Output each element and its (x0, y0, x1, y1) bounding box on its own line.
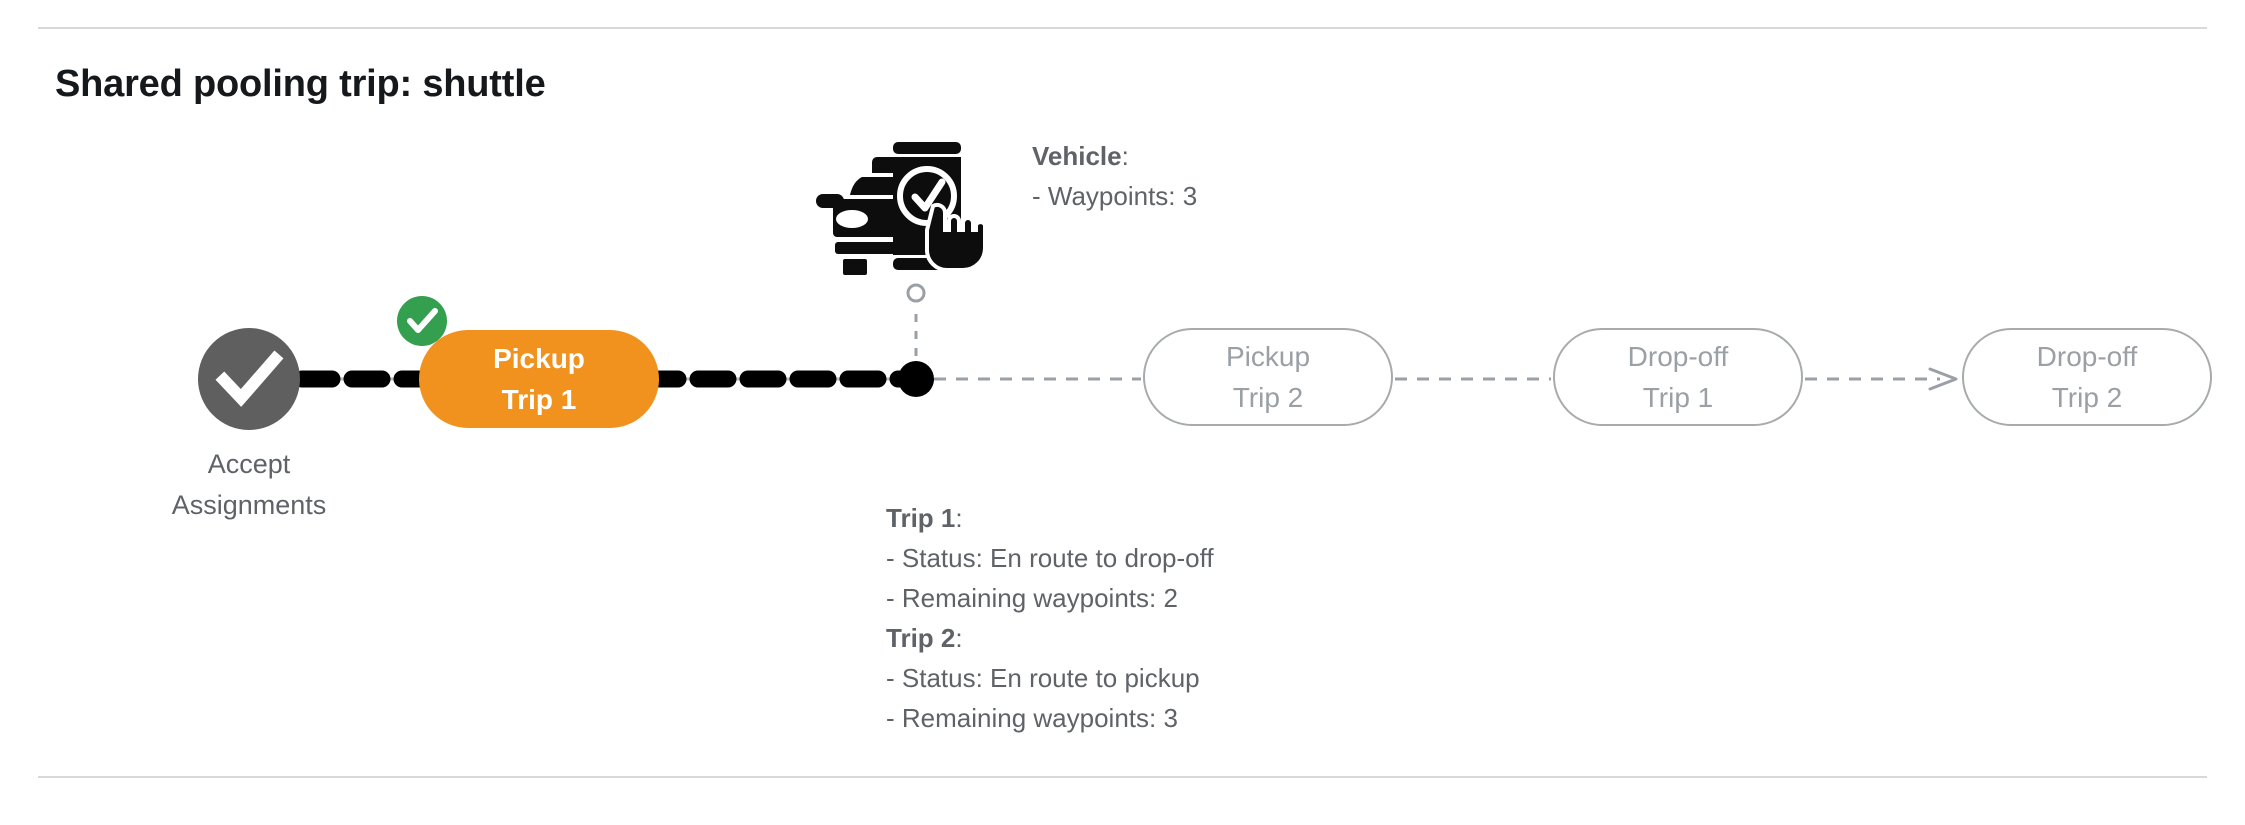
node-dropoff-trip-2[interactable]: Drop-off Trip 2 (1962, 328, 2212, 426)
trip1-waypoints: - Remaining waypoints: 2 (886, 583, 1178, 613)
trip1-heading-row: Trip 1: (886, 498, 1214, 538)
vehicle-app-check-icon (815, 120, 985, 280)
vehicle-callout: Vehicle: - Waypoints: 3 (1032, 136, 1197, 216)
check-circle-icon (215, 350, 284, 407)
vehicle-callout-waypoints: - Waypoints: 3 (1032, 181, 1198, 211)
node-accept-assignments-label: Accept Assignments (109, 444, 389, 526)
page-title: Shared pooling trip: shuttle (55, 63, 546, 105)
node-pickup-trip-2[interactable]: Pickup Trip 2 (1143, 328, 1393, 426)
accept-label-line2: Assignments (171, 490, 327, 520)
vehicle-callout-heading-row: Vehicle: (1032, 136, 1197, 176)
trip2-waypoints: - Remaining waypoints: 3 (886, 703, 1178, 733)
trip1-status: - Status: En route to drop-off (886, 543, 1214, 573)
check-badge-icon (397, 296, 447, 346)
vehicle-position-dot (898, 361, 934, 397)
connector-arrowhead (1928, 367, 1958, 391)
trip1-heading-suffix: : (955, 503, 963, 533)
node-pickup-trip-1-line1: Pickup (493, 343, 585, 374)
node-dropoff-trip-1-line2: Trip 1 (1642, 382, 1714, 413)
node-accept-assignments[interactable] (198, 328, 300, 430)
trip2-status: - Status: En route to pickup (886, 663, 1200, 693)
node-pickup-trip-1[interactable]: Pickup Trip 1 (419, 330, 659, 428)
node-dropoff-trip-1[interactable]: Drop-off Trip 1 (1553, 328, 1803, 426)
hollow-circle-icon (906, 283, 926, 303)
node-pickup-trip-2-line2: Trip 2 (1232, 382, 1304, 413)
node-dropoff-trip-1-line1: Drop-off (1627, 341, 1729, 372)
node-pickup-trip-2-line1: Pickup (1225, 341, 1311, 372)
node-pickup-trip-1-line2: Trip 1 (501, 384, 577, 415)
trip2-heading: Trip 2 (886, 623, 956, 653)
accept-label-line1: Accept (207, 449, 291, 479)
node-dropoff-trip-2-line1: Drop-off (2036, 341, 2138, 372)
node-dropoff-trip-2-line2: Trip 2 (2051, 382, 2123, 413)
trips-callout: Trip 1: - Status: En route to drop-off -… (886, 498, 1214, 738)
bottom-divider (38, 776, 2207, 778)
vehicle-callout-heading-suffix: : (1121, 141, 1129, 171)
top-divider (38, 27, 2207, 29)
trip1-heading: Trip 1 (886, 503, 956, 533)
trip2-heading-row: Trip 2: (886, 618, 1214, 658)
vehicle-callout-heading: Vehicle (1032, 141, 1122, 171)
trip2-heading-suffix: : (955, 623, 963, 653)
